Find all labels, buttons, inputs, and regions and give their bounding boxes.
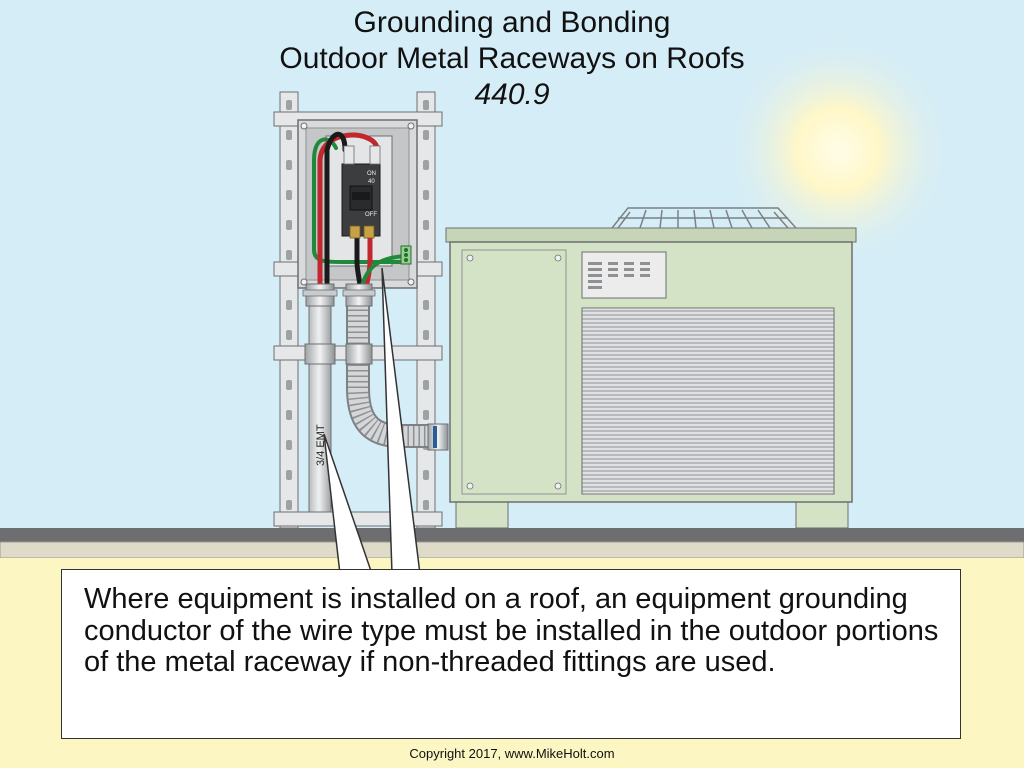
ac-condenser-unit [445, 207, 857, 529]
breaker-off-label: OFF [365, 212, 377, 218]
ground-bar-icon [400, 245, 412, 265]
roof-deck [0, 541, 1024, 559]
breaker-on-label: ON [367, 171, 376, 177]
panel-screws [300, 122, 415, 286]
callout-pointers [323, 267, 421, 575]
callout-text: Where equipment is installed on a roof, … [84, 583, 939, 678]
circuit-breaker-icon: ON 40 OFF [341, 145, 381, 239]
fan-grille-icon [611, 207, 797, 229]
title-line-2: Outdoor Metal Raceways on Roofs [279, 42, 745, 75]
emt-conduit [302, 283, 338, 513]
breaker-rating-label: 40 [368, 179, 375, 185]
roof-surface [0, 528, 1024, 542]
copyright-notice: Copyright 2017, www.MikeHolt.com [409, 746, 615, 761]
code-section-number: 440.9 [474, 78, 550, 111]
nameplate-marks [588, 262, 650, 289]
callout-box: Where equipment is installed on a roof, … [61, 569, 961, 739]
title-line-1: Grounding and Bonding [353, 6, 671, 39]
